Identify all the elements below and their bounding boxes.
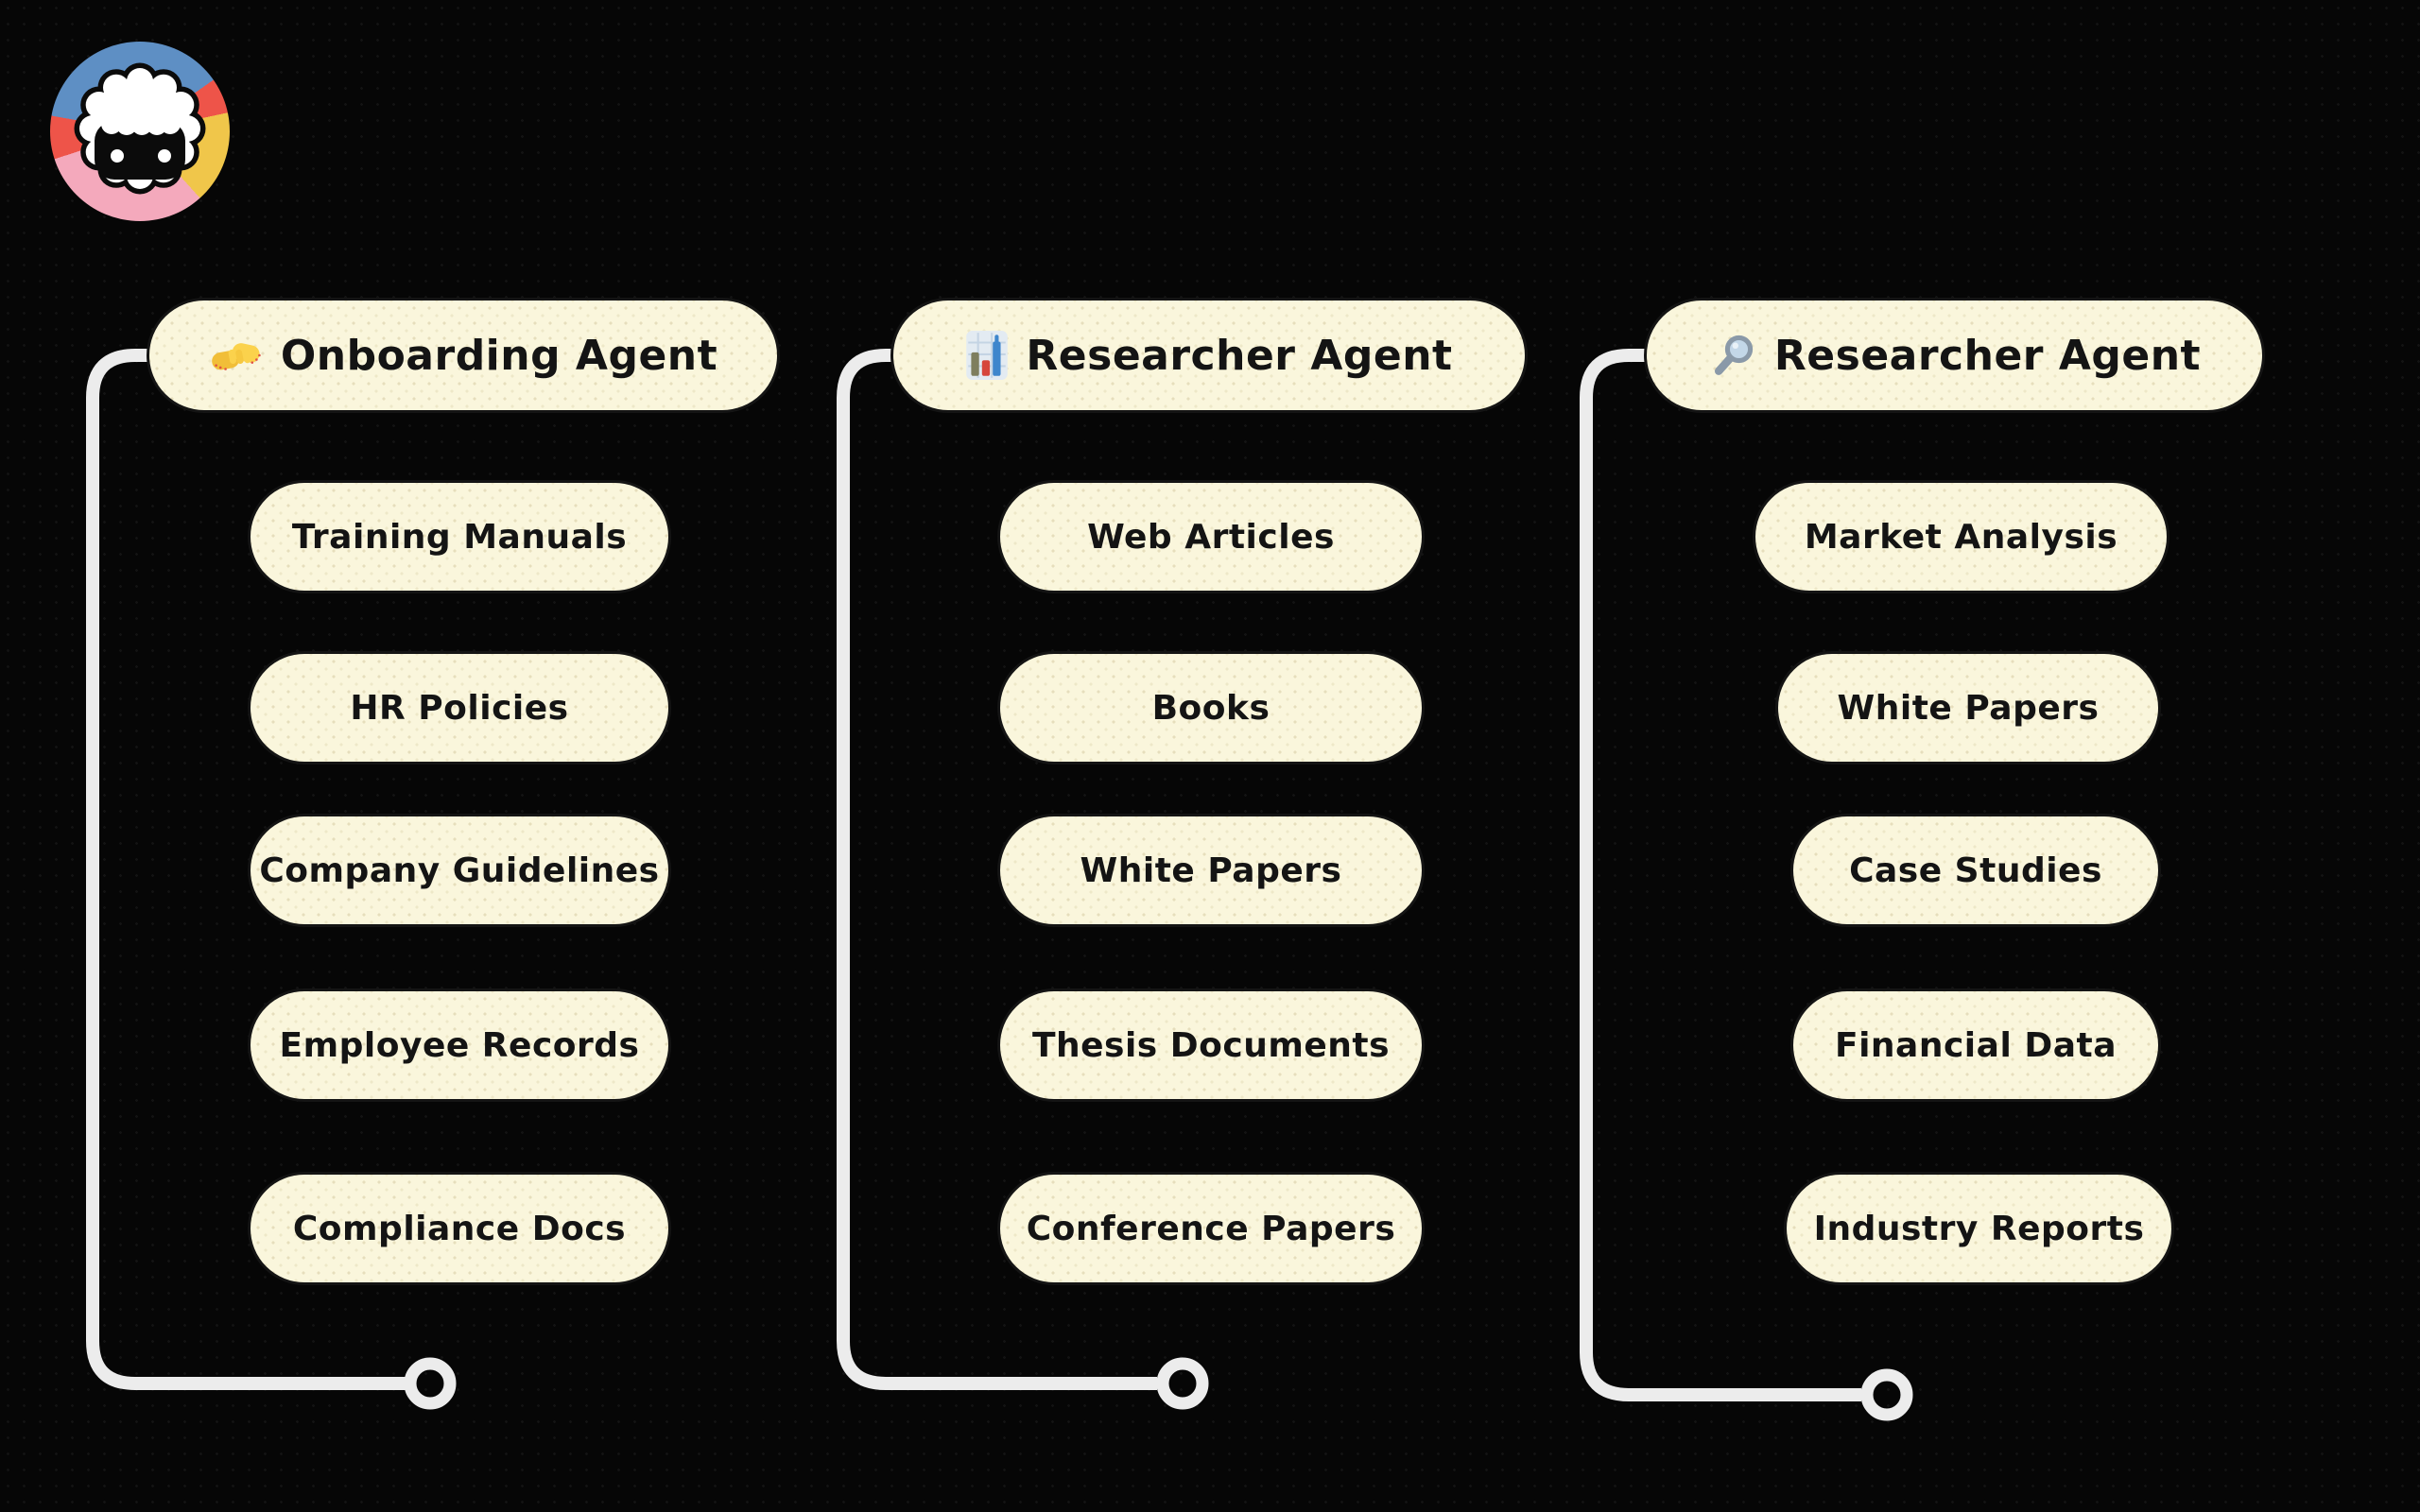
- connector-endpoint-3: [1860, 1368, 1913, 1421]
- agent-node-researcher-1: Researcher Agent: [890, 298, 1528, 413]
- knowledge-node-label: Thesis Documents: [1031, 1025, 1391, 1065]
- knowledge-node-label: Company Guidelines: [259, 850, 660, 890]
- knowledge-node: Financial Data: [1790, 988, 2161, 1102]
- connector-endpoint-2: [1156, 1357, 1209, 1410]
- connector-column-2: [837, 349, 1157, 1390]
- knowledge-node: Market Analysis: [1753, 480, 2169, 593]
- knowledge-node-label: Employee Records: [279, 1025, 640, 1065]
- sheep-logo: [50, 42, 230, 221]
- knowledge-node-label: Case Studies: [1849, 850, 2102, 890]
- knowledge-node: Employee Records: [248, 988, 671, 1102]
- knowledge-node-label: Web Articles: [1087, 517, 1335, 557]
- knowledge-node: Web Articles: [997, 480, 1425, 593]
- sheep-face-graphic: [74, 62, 206, 195]
- agent-node-onboarding: Onboarding Agent: [147, 298, 780, 413]
- knowledge-node-label: Books: [1151, 688, 1270, 728]
- knowledge-node: Books: [997, 651, 1425, 765]
- connector-column-3: [1580, 349, 1861, 1401]
- knowledge-node-label: Financial Data: [1834, 1025, 2117, 1065]
- bar-chart-icon: [965, 330, 1009, 381]
- knowledge-node: White Papers: [1775, 651, 2161, 765]
- agent-node-label: Researcher Agent: [1026, 331, 1453, 380]
- knowledge-node-label: Industry Reports: [1813, 1209, 2145, 1248]
- knowledge-node-label: White Papers: [1080, 850, 1342, 890]
- knowledge-node-label: Market Analysis: [1804, 517, 2118, 557]
- knowledge-node: Thesis Documents: [997, 988, 1425, 1102]
- knowledge-node: White Papers: [997, 814, 1425, 927]
- knowledge-node: Compliance Docs: [248, 1172, 671, 1285]
- knowledge-node: Case Studies: [1790, 814, 2161, 927]
- agent-node-label: Researcher Agent: [1773, 331, 2202, 380]
- agent-node-label: Onboarding Agent: [280, 331, 718, 380]
- connector-column-1: [86, 349, 406, 1390]
- connector-endpoint-1: [404, 1357, 457, 1410]
- knowledge-node: Training Manuals: [248, 480, 671, 593]
- knowledge-node: Company Guidelines: [248, 814, 671, 927]
- handshake-icon: [209, 335, 264, 376]
- knowledge-node: HR Policies: [248, 651, 671, 765]
- knowledge-node: Industry Reports: [1784, 1172, 2174, 1285]
- knowledge-node-label: Conference Papers: [1026, 1209, 1396, 1248]
- knowledge-node: Conference Papers: [997, 1172, 1425, 1285]
- knowledge-node-label: Compliance Docs: [292, 1209, 627, 1248]
- agent-node-researcher-2: Researcher Agent: [1644, 298, 2265, 413]
- knowledge-node-label: White Papers: [1837, 688, 2100, 728]
- knowledge-node-label: Training Manuals: [291, 517, 628, 557]
- magnifier-icon: [1708, 331, 1757, 380]
- knowledge-node-label: HR Policies: [350, 688, 569, 728]
